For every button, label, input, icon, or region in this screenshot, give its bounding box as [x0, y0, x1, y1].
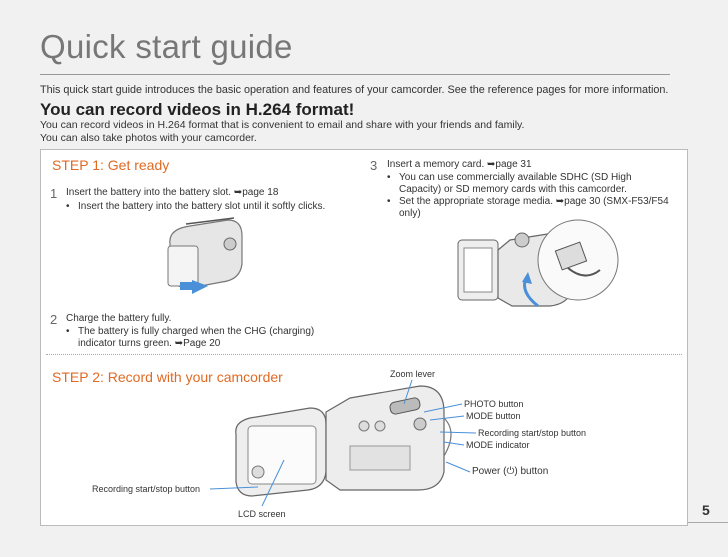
bullet-text: indicator turns green. ➥Page 20	[78, 338, 221, 349]
step1-item2-text: Charge the battery fully.	[66, 313, 172, 324]
step-divider	[46, 354, 682, 355]
lcd-screen-label: LCD screen	[238, 509, 286, 519]
bullet-icon: •	[387, 172, 391, 183]
photo-button-label: PHOTO button	[464, 399, 524, 409]
bullet-text: Capacity) or SD memory cards with this c…	[399, 184, 627, 195]
page-number-rule	[688, 522, 728, 523]
section-description: You can record videos in H.264 format th…	[40, 119, 524, 145]
mode-button-label: MODE button	[466, 411, 521, 421]
page-title: Quick start guide	[40, 28, 293, 65]
bullet-text: You can use commercially available SDHC …	[399, 172, 632, 183]
description-line: You can also take photos with your camco…	[40, 132, 257, 144]
camcorder-illustration	[235, 385, 452, 497]
title-rule	[40, 74, 670, 75]
zoom-lever-label: Zoom lever	[390, 369, 436, 379]
step1-item1-number: 1	[50, 186, 58, 201]
step1-item1-bullet: • Insert the battery into the battery slo…	[66, 201, 325, 213]
memory-card-illustration	[457, 219, 619, 308]
section-heading: You can record videos in H.264 format!	[40, 100, 355, 119]
step1-title: STEP 1: Get ready	[52, 157, 170, 173]
description-line: You can record videos in H.264 format th…	[40, 119, 525, 131]
step1-item1-text: Insert the battery into the battery slot…	[66, 187, 279, 198]
step1-item3-number: 3	[370, 158, 378, 173]
power-button-label: Power (⏻) button	[472, 466, 549, 477]
bullet-text: Insert the battery into the battery slot…	[78, 201, 326, 212]
mode-indicator-label: MODE indicator	[466, 440, 530, 450]
bullet-icon: •	[387, 196, 391, 207]
step1-item2-bullet: • The battery is fully charged when the C…	[66, 326, 314, 350]
step1-item3-text: Insert a memory card. ➥page 31	[387, 159, 532, 170]
intro-text: This quick start guide introduces the ba…	[40, 84, 669, 96]
step1-item3-bullets: • You can use commercially available SDHC…	[387, 172, 669, 220]
step1-item2-number: 2	[50, 312, 58, 327]
battery-insert-illustration	[167, 217, 243, 294]
step2-title: STEP 2: Record with your camcorder	[52, 369, 283, 385]
record-button-label-right: Recording start/stop button	[478, 428, 587, 438]
bullet-text: The battery is fully charged when the CH…	[78, 326, 315, 337]
bullet-icon: •	[66, 326, 70, 337]
bullet-text: only)	[399, 208, 421, 219]
page-number: 5	[702, 502, 710, 518]
record-button-label-left: Recording start/stop button	[92, 484, 201, 494]
bullet-icon: •	[66, 201, 70, 212]
bullet-text: Set the appropriate storage media. ➥page…	[399, 196, 669, 207]
